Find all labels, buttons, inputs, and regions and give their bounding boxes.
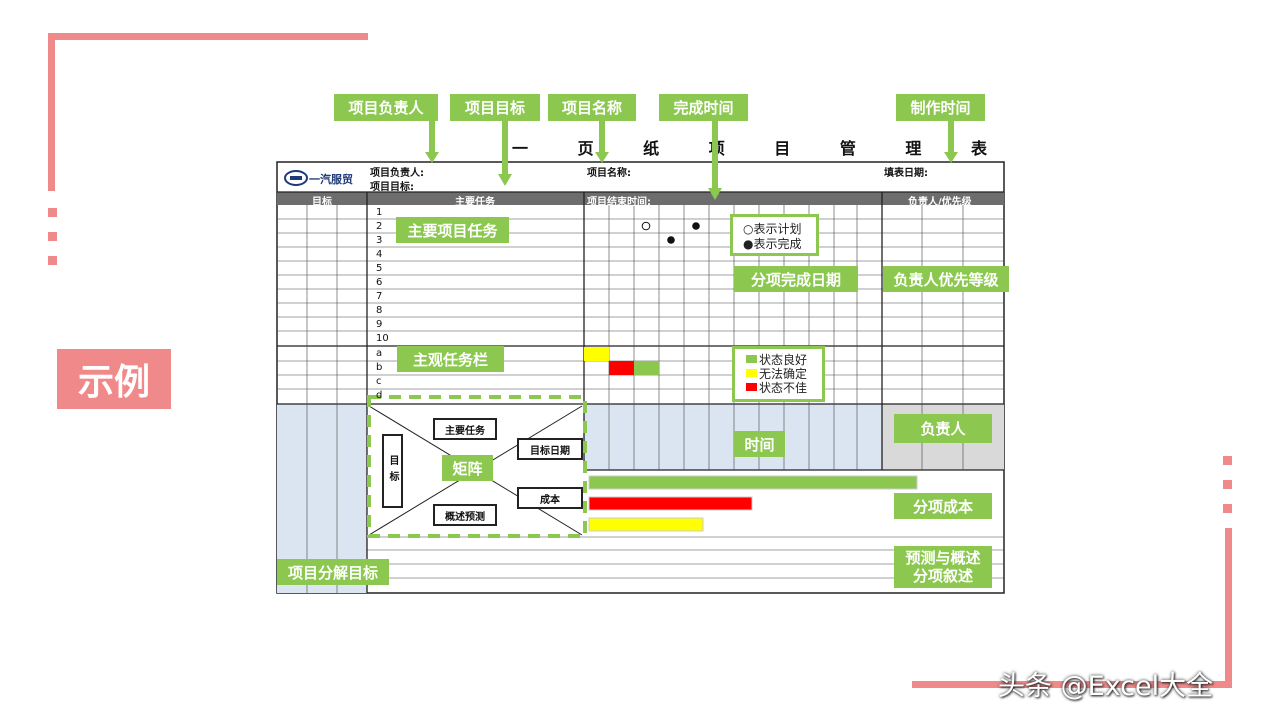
task-row-number: 10 bbox=[376, 333, 389, 344]
callout-subjective: 主观任务栏 bbox=[397, 346, 504, 372]
task-row-number: 6 bbox=[376, 277, 383, 288]
legend-bad-swatch bbox=[746, 383, 757, 391]
owner-field-label: 项目负责人: bbox=[370, 168, 424, 179]
header-main-task: 主要任务 bbox=[455, 197, 495, 208]
sub-row-letter: b bbox=[376, 362, 383, 373]
task-row-number: 5 bbox=[376, 263, 383, 274]
label-project-name: 项目名称 bbox=[548, 94, 636, 121]
matrix-goal-text: 目标 bbox=[387, 455, 398, 487]
legend-uncertain-swatch bbox=[746, 369, 757, 377]
callout-main-task: 主要项目任务 bbox=[396, 217, 509, 243]
header-owner-priority: 负责人/优先级 bbox=[908, 197, 972, 208]
frame-dot bbox=[48, 256, 57, 265]
legend-bad: 状态不佳 bbox=[759, 381, 808, 395]
frame-bottom-line bbox=[912, 681, 1232, 688]
header-goal: 目标 bbox=[312, 197, 332, 208]
example-badge: 示例 bbox=[57, 349, 171, 409]
callout-matrix: 矩阵 bbox=[442, 455, 493, 481]
frame-dot bbox=[1223, 456, 1232, 465]
callout-sub-cost: 分项成本 bbox=[894, 493, 992, 519]
page-title: 一 页 纸 项 目 管 理 表 bbox=[512, 139, 1009, 158]
matrix-cost: 成本 bbox=[517, 487, 583, 509]
task-row-number: 8 bbox=[376, 305, 383, 316]
label-project-goal: 项目目标 bbox=[450, 94, 540, 121]
date-field-label: 填表日期: bbox=[884, 168, 928, 179]
frame-dot bbox=[1223, 504, 1232, 513]
task-row-number: 4 bbox=[376, 249, 383, 260]
legend-status: 状态良好 无法确定 状态不佳 bbox=[732, 346, 825, 402]
legend-plan-done: ○表示计划 ●表示完成 bbox=[730, 214, 819, 256]
label-finish-time: 完成时间 bbox=[659, 94, 748, 121]
task-row-number: 2 bbox=[376, 221, 383, 232]
sub-row-letter: d bbox=[376, 390, 383, 399]
label-made-time: 制作时间 bbox=[896, 94, 985, 121]
callout-decompose: 项目分解目标 bbox=[277, 559, 389, 585]
callout-forecast: 预测与概述 分项叙述 bbox=[894, 546, 992, 588]
callout-forecast-line2: 分项叙述 bbox=[912, 567, 973, 585]
frame-top-line bbox=[48, 33, 368, 40]
frame-dot bbox=[48, 208, 57, 217]
header-end-time: 项目结束时间: bbox=[587, 197, 651, 208]
callout-forecast-line1: 预测与概述 bbox=[905, 549, 981, 567]
callout-owner-level: 负责人优先等级 bbox=[883, 266, 1009, 292]
name-field-label: 项目名称: bbox=[587, 168, 631, 179]
legend-good-swatch bbox=[746, 355, 757, 363]
callout-sub-date: 分项完成日期 bbox=[734, 266, 858, 292]
callout-time: 时间 bbox=[734, 431, 785, 457]
watermark: 头条 @Excel大全 bbox=[998, 671, 1214, 702]
matrix-forecast: 概述预测 bbox=[433, 504, 497, 526]
task-row-number: 3 bbox=[376, 235, 383, 246]
sub-row-letter: c bbox=[376, 376, 382, 387]
goal-field-label: 项目目标: bbox=[370, 182, 414, 193]
frame-right-line bbox=[1225, 528, 1232, 688]
label-project-owner: 项目负责人 bbox=[334, 94, 438, 121]
frame-left-line bbox=[48, 33, 55, 191]
task-row-number: 9 bbox=[376, 319, 383, 330]
legend-good: 状态良好 bbox=[759, 353, 808, 367]
frame-dot bbox=[1223, 480, 1232, 489]
legend-done: ●表示完成 bbox=[743, 237, 802, 251]
matrix-goal: 目标 bbox=[382, 434, 403, 508]
sub-row-letter: a bbox=[376, 348, 383, 359]
logo-text: 一汽服贸 bbox=[309, 173, 353, 186]
task-row-number: 1 bbox=[376, 207, 383, 218]
frame-dot bbox=[48, 232, 57, 241]
legend-plan: ○表示计划 bbox=[743, 222, 802, 236]
legend-uncertain: 无法确定 bbox=[759, 367, 808, 381]
matrix-main-task: 主要任务 bbox=[433, 418, 497, 440]
matrix-target-date: 目标日期 bbox=[517, 438, 583, 460]
callout-owner: 负责人 bbox=[894, 414, 992, 443]
task-row-number: 7 bbox=[376, 291, 383, 302]
